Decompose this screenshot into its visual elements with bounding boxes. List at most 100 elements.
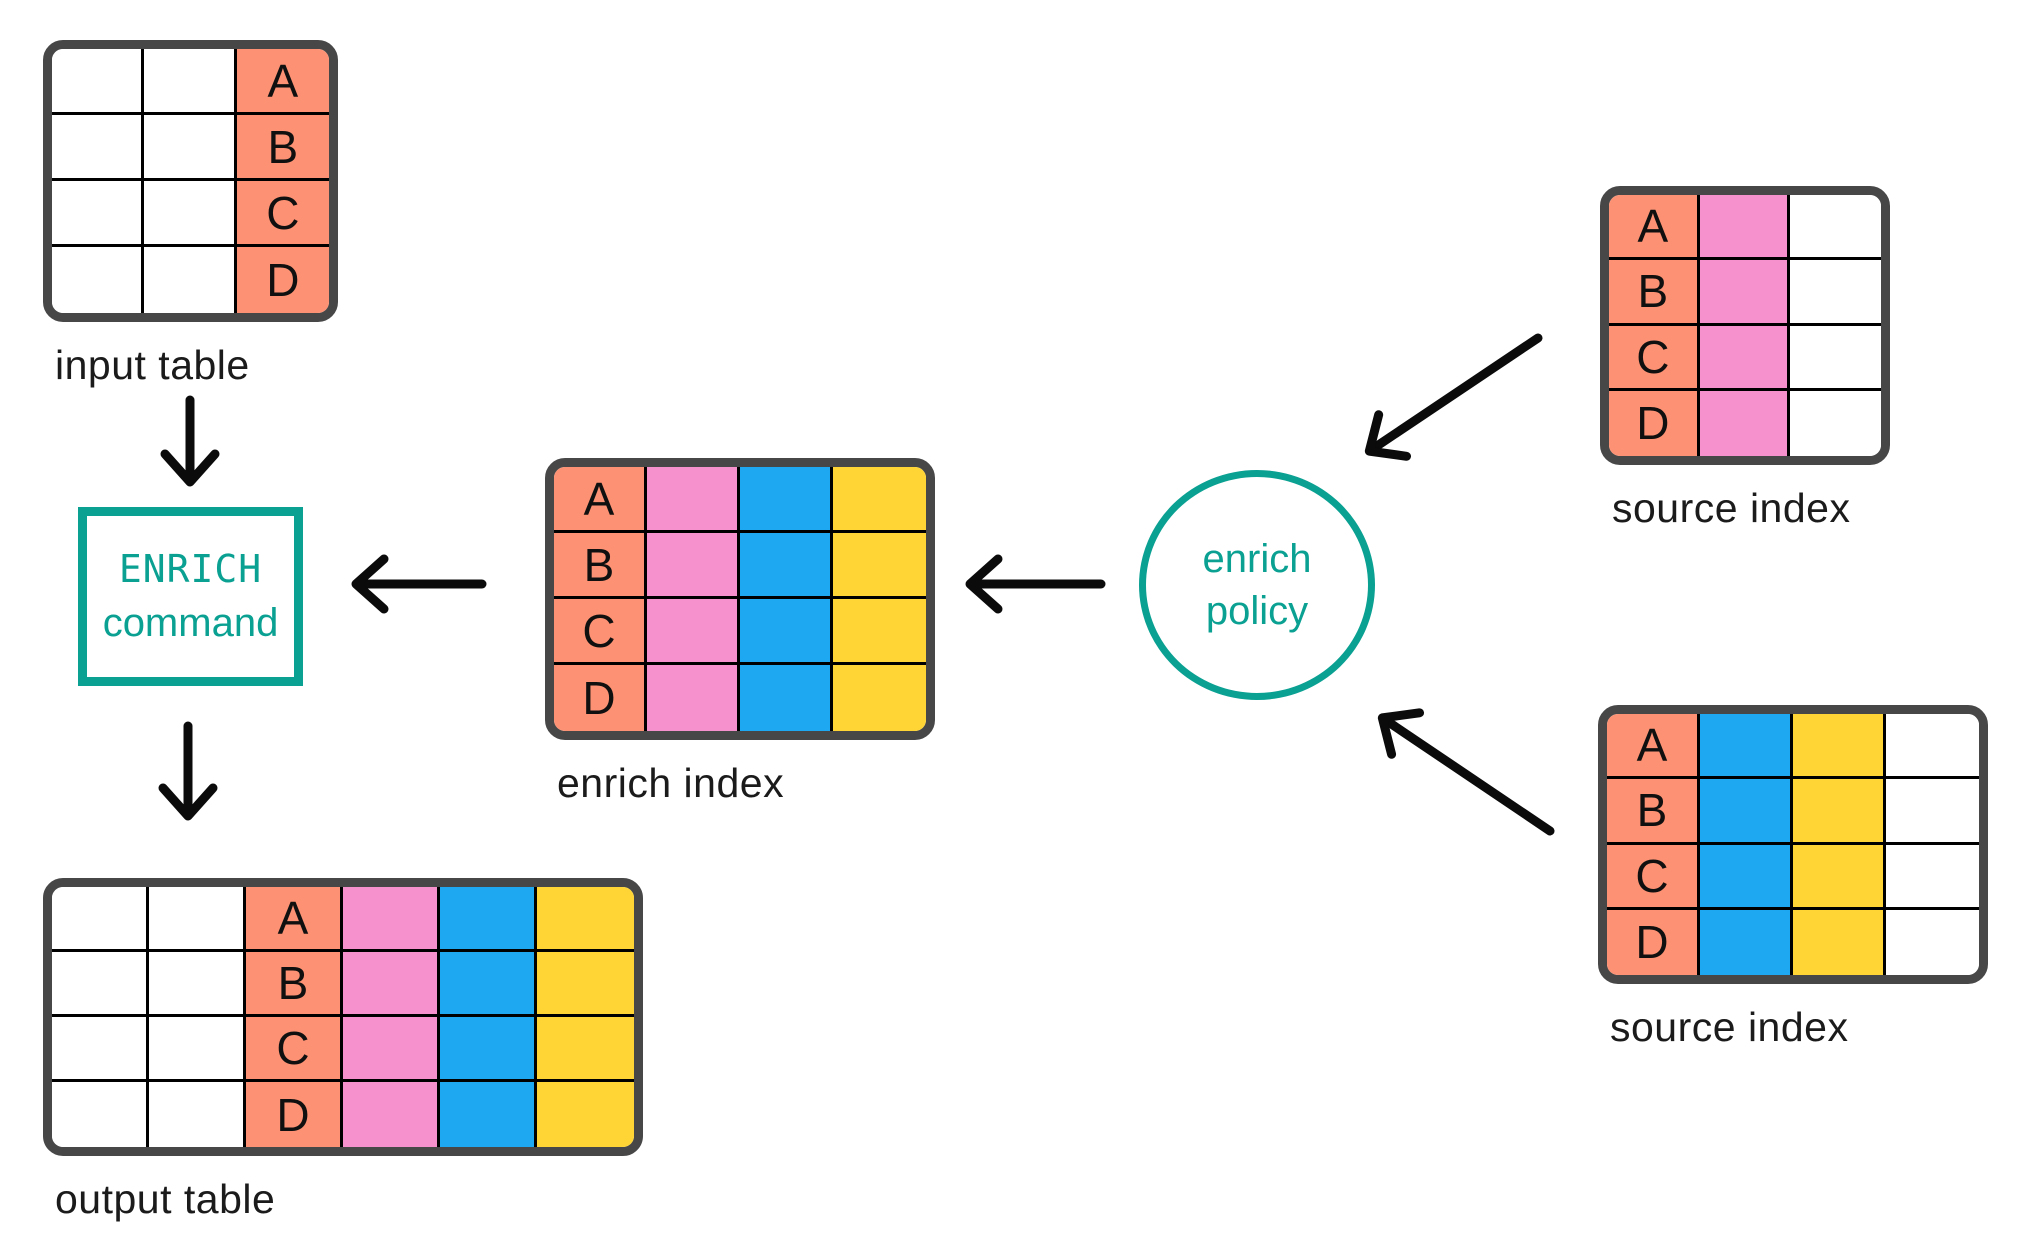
source-index-top-cell-r2c1: B <box>1609 260 1700 326</box>
enrich-command-keyword: ENRICH <box>118 547 263 591</box>
source-index-bottom-cell-r4c2 <box>1700 909 1793 975</box>
output-table-cell-r1c1 <box>52 887 149 952</box>
output-table-cell-r3c5 <box>440 1017 537 1082</box>
arrow-sourcebottom-to-policy-icon <box>1377 708 1555 836</box>
input-table-cell-r1c3: A <box>236 49 329 115</box>
enrich-index-label: enrich index <box>557 760 785 806</box>
output-table-cell-r2c6 <box>537 952 634 1017</box>
input-table-cell-r4c1 <box>52 247 145 313</box>
enrich-index-cell-r2c4 <box>833 533 926 599</box>
source-index-bottom-cell-r3c2 <box>1700 844 1793 910</box>
source-index-bottom-cell-r2c1: B <box>1607 779 1700 845</box>
enrich-index-cell-r1c1: A <box>554 467 647 533</box>
source-index-top-cell-r3c3 <box>1790 325 1881 391</box>
source-index-bottom-cell-r3c4 <box>1886 844 1979 910</box>
arrow-sourcetop-to-policy-icon <box>1364 333 1543 461</box>
output-table-cell-r1c5 <box>440 887 537 952</box>
output-table-cell-r4c1 <box>52 1082 149 1147</box>
source-index-top-cell-r1c1: A <box>1609 195 1700 261</box>
source-index-bottom-label: source index <box>1610 1004 1849 1050</box>
output-table-cell-r2c4 <box>343 952 440 1017</box>
output-table-cell-r1c3: A <box>246 887 343 952</box>
output-table-cell-r4c6 <box>537 1082 634 1147</box>
output-table-cell-r4c5 <box>440 1082 537 1147</box>
source-index-top-cell-r4c2 <box>1699 390 1791 456</box>
source-index-top-cell-r3c1: C <box>1609 325 1700 391</box>
output-table-cell-r4c4 <box>343 1082 440 1147</box>
output-table-cell-r1c2 <box>149 887 246 952</box>
output-table-cell-r2c5 <box>440 952 537 1017</box>
output-table-cell-r3c3: C <box>246 1017 343 1082</box>
output-table-label: output table <box>55 1176 276 1222</box>
enrich-index-cell-r4c3 <box>740 665 833 731</box>
input-table-cell-r2c2 <box>144 115 237 181</box>
enrich-index-cell-r3c2 <box>647 599 740 665</box>
source-index-bottom-cell-r4c4 <box>1886 909 1979 975</box>
source-index-bottom-cell-r3c3 <box>1793 844 1886 910</box>
source-index-bottom-cell-r2c4 <box>1886 779 1979 845</box>
output-table-cell-r1c6 <box>537 887 634 952</box>
input-table-cell-r2c1 <box>52 115 145 181</box>
source-index-bottom-cell-r1c4 <box>1886 714 1979 780</box>
enrich-command-word: command <box>102 601 279 645</box>
input-table-cell-r1c2 <box>144 49 237 115</box>
enrich-index-cell-r4c2 <box>647 665 740 731</box>
enrich-index-cell-r1c2 <box>647 467 740 533</box>
source-index-top-cell-r4c3 <box>1790 390 1881 456</box>
output-table-cell-r2c3: B <box>246 952 343 1017</box>
input-table-cell-r2c3: B <box>236 115 329 181</box>
source-index-top-cell-r1c2 <box>1699 195 1791 261</box>
source-index-bottom-cell-r1c3 <box>1793 714 1886 780</box>
output-table-cell-r1c4 <box>343 887 440 952</box>
source-index-top-label: source index <box>1612 485 1851 531</box>
enrich-index-cell-r2c2 <box>647 533 740 599</box>
enrich-index-cell-r1c4 <box>833 467 926 533</box>
input-table-cell-r1c1 <box>52 49 145 115</box>
output-table-cell-r2c2 <box>149 952 246 1017</box>
enrich-command-box: ENRICH command <box>78 507 303 686</box>
source-index-top-cell-r1c3 <box>1790 195 1881 261</box>
input-table-cell-r3c2 <box>144 181 237 247</box>
enrich-policy-word1: enrich <box>1202 537 1312 581</box>
enrich-index-cell-r2c1: B <box>554 533 647 599</box>
output-table-cell-r3c6 <box>537 1017 634 1082</box>
output-table-cell-r3c4 <box>343 1017 440 1082</box>
source-index-bottom-cell-r4c1: D <box>1607 909 1700 975</box>
source-index-top-cell-r2c3 <box>1790 260 1881 326</box>
enrich-index-cell-r1c3 <box>740 467 833 533</box>
output-table-cell-r2c1 <box>52 952 149 1017</box>
source-index-bottom-cell-r2c2 <box>1700 779 1793 845</box>
output-table-cell-r3c1 <box>52 1017 149 1082</box>
input-table-cell-r3c1 <box>52 181 145 247</box>
enrich-index-cell-r2c3 <box>740 533 833 599</box>
source-index-top-cell-r4c1: D <box>1609 390 1700 456</box>
input-table-label: input table <box>55 342 250 388</box>
source-index-bottom-cell-r3c1: C <box>1607 844 1700 910</box>
enrich-index-cell-r3c1: C <box>554 599 647 665</box>
source-index-top-cell-r3c2 <box>1699 325 1791 391</box>
source-index-top-cell-r2c2 <box>1699 260 1791 326</box>
output-table-cell-r3c2 <box>149 1017 246 1082</box>
enrich-index-cell-r3c4 <box>833 599 926 665</box>
enrich-index-cell-r3c3 <box>740 599 833 665</box>
source-index-bottom-cell-r4c3 <box>1793 909 1886 975</box>
output-table-cell-r4c3: D <box>246 1082 343 1147</box>
source-index-bottom-cell-r1c2 <box>1700 714 1793 780</box>
input-table-cell-r4c2 <box>144 247 237 313</box>
enrich-policy-word2: policy <box>1205 589 1309 633</box>
output-table-cell-r4c2 <box>149 1082 246 1147</box>
source-index-bottom-cell-r2c3 <box>1793 779 1886 845</box>
input-table-cell-r4c3: D <box>236 247 329 313</box>
input-table-cell-r3c3: C <box>236 181 329 247</box>
